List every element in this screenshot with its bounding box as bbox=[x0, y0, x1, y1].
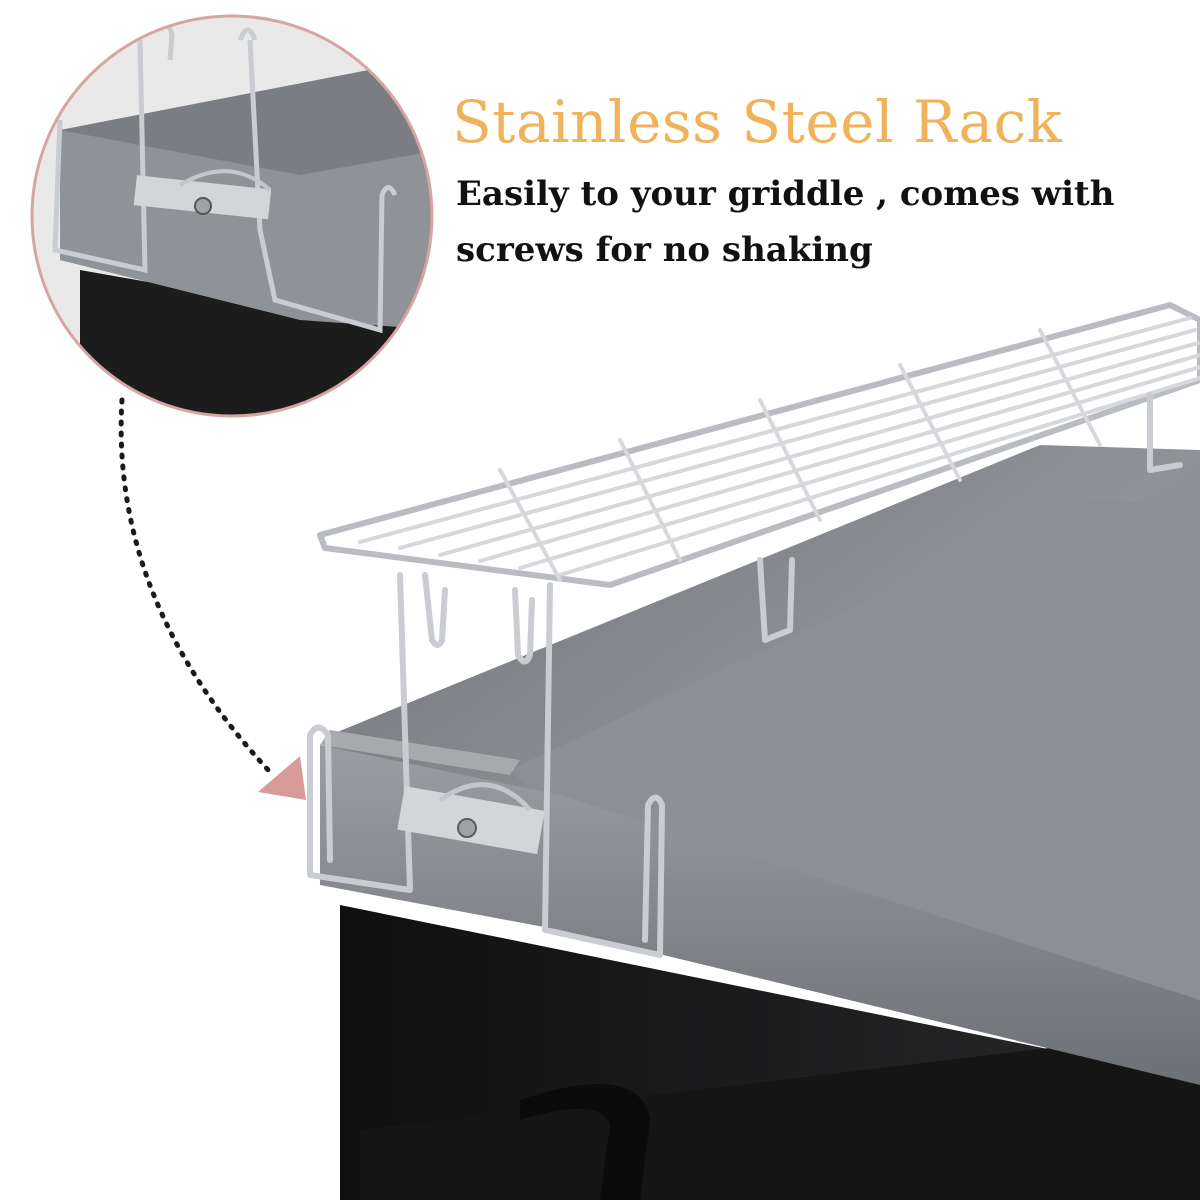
rack-hook-2 bbox=[512, 587, 535, 665]
zoom-inset bbox=[30, 14, 434, 418]
dotted-arrow-path bbox=[118, 397, 273, 775]
griddle-left-lip bbox=[320, 730, 520, 775]
burner-shelf bbox=[360, 1030, 1200, 1200]
headline-subtitle: Easily to your griddle , comes with scre… bbox=[456, 174, 1115, 270]
clamp-screw bbox=[457, 818, 477, 838]
rack-back-leg-2 bbox=[1147, 392, 1183, 473]
dotted-arrow-icon bbox=[118, 397, 306, 800]
rack-hook-1 bbox=[422, 572, 448, 648]
rack-front-leg bbox=[307, 572, 413, 893]
rack-front-leg-2 bbox=[542, 582, 665, 958]
rack-frame bbox=[317, 302, 1200, 588]
clamp-curve bbox=[438, 782, 532, 812]
inset-border bbox=[30, 14, 434, 418]
rack-wires bbox=[358, 316, 1200, 582]
stainless-rack bbox=[307, 302, 1200, 958]
arrow-head bbox=[258, 756, 306, 800]
headline-title: Stainless Steel Rack bbox=[452, 88, 1063, 156]
inset-screw bbox=[194, 197, 212, 215]
clamp-bracket bbox=[397, 782, 545, 855]
rack-back-leg bbox=[757, 557, 795, 643]
burner-handle bbox=[520, 1084, 650, 1200]
